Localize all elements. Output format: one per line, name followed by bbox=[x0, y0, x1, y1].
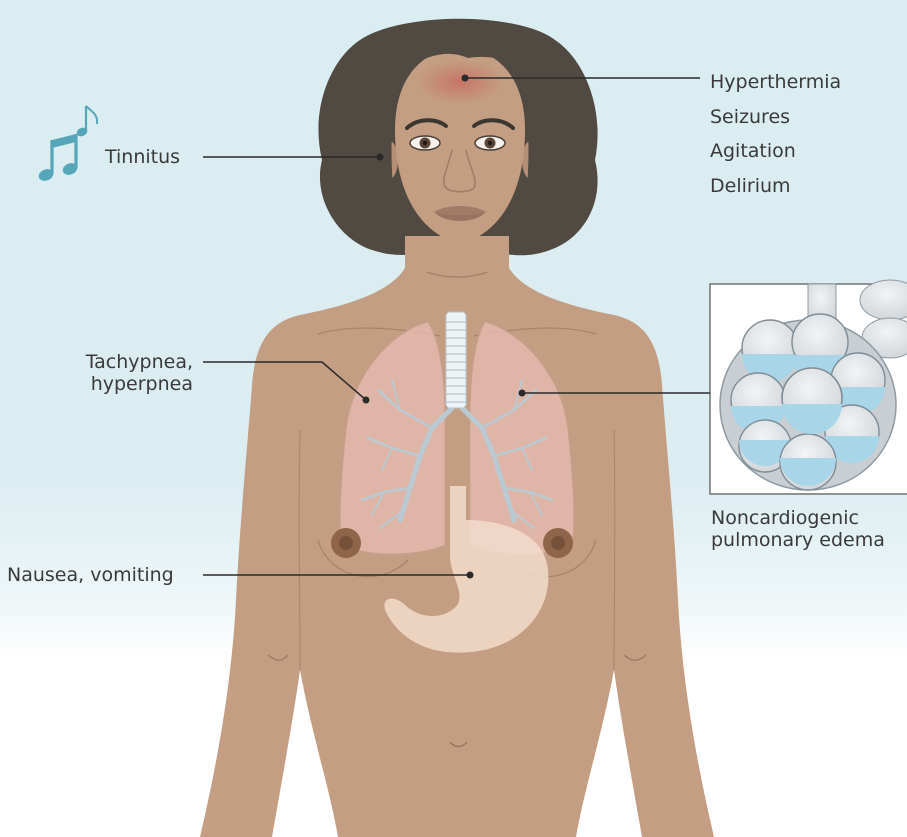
nipple-left-inner bbox=[339, 536, 353, 550]
nipple-right-inner bbox=[551, 536, 565, 550]
label-edema-line1: Noncardiogenic bbox=[711, 507, 905, 529]
label-nausea: Nausea, vomiting bbox=[7, 564, 174, 586]
alveolus bbox=[742, 320, 798, 382]
label-tachypnea: Tachypnea, hyperpnea bbox=[40, 351, 193, 395]
pupil-left bbox=[423, 141, 427, 145]
head-symptom-list: Hyperthermia Seizures Agitation Delirium bbox=[710, 65, 841, 203]
label-edema-line2: pulmonary edema bbox=[711, 529, 905, 551]
alveoli-inset bbox=[710, 280, 907, 494]
label-tinnitus: Tinnitus bbox=[105, 146, 180, 168]
head-symptom-item: Hyperthermia bbox=[710, 65, 841, 100]
alveolus bbox=[782, 368, 842, 434]
label-tachypnea-line2: hyperpnea bbox=[40, 373, 193, 395]
head-symptom-item: Seizures bbox=[710, 100, 841, 135]
forehead-flush bbox=[416, 60, 504, 104]
label-tachypnea-line1: Tachypnea, bbox=[40, 351, 193, 373]
alveolus bbox=[780, 434, 836, 490]
head-symptom-item: Agitation bbox=[710, 134, 841, 169]
pupil-right bbox=[488, 141, 492, 145]
head-symptom-item: Delirium bbox=[710, 169, 841, 204]
music-note-icon bbox=[38, 106, 97, 182]
label-edema: Noncardiogenic pulmonary edema bbox=[711, 507, 905, 551]
